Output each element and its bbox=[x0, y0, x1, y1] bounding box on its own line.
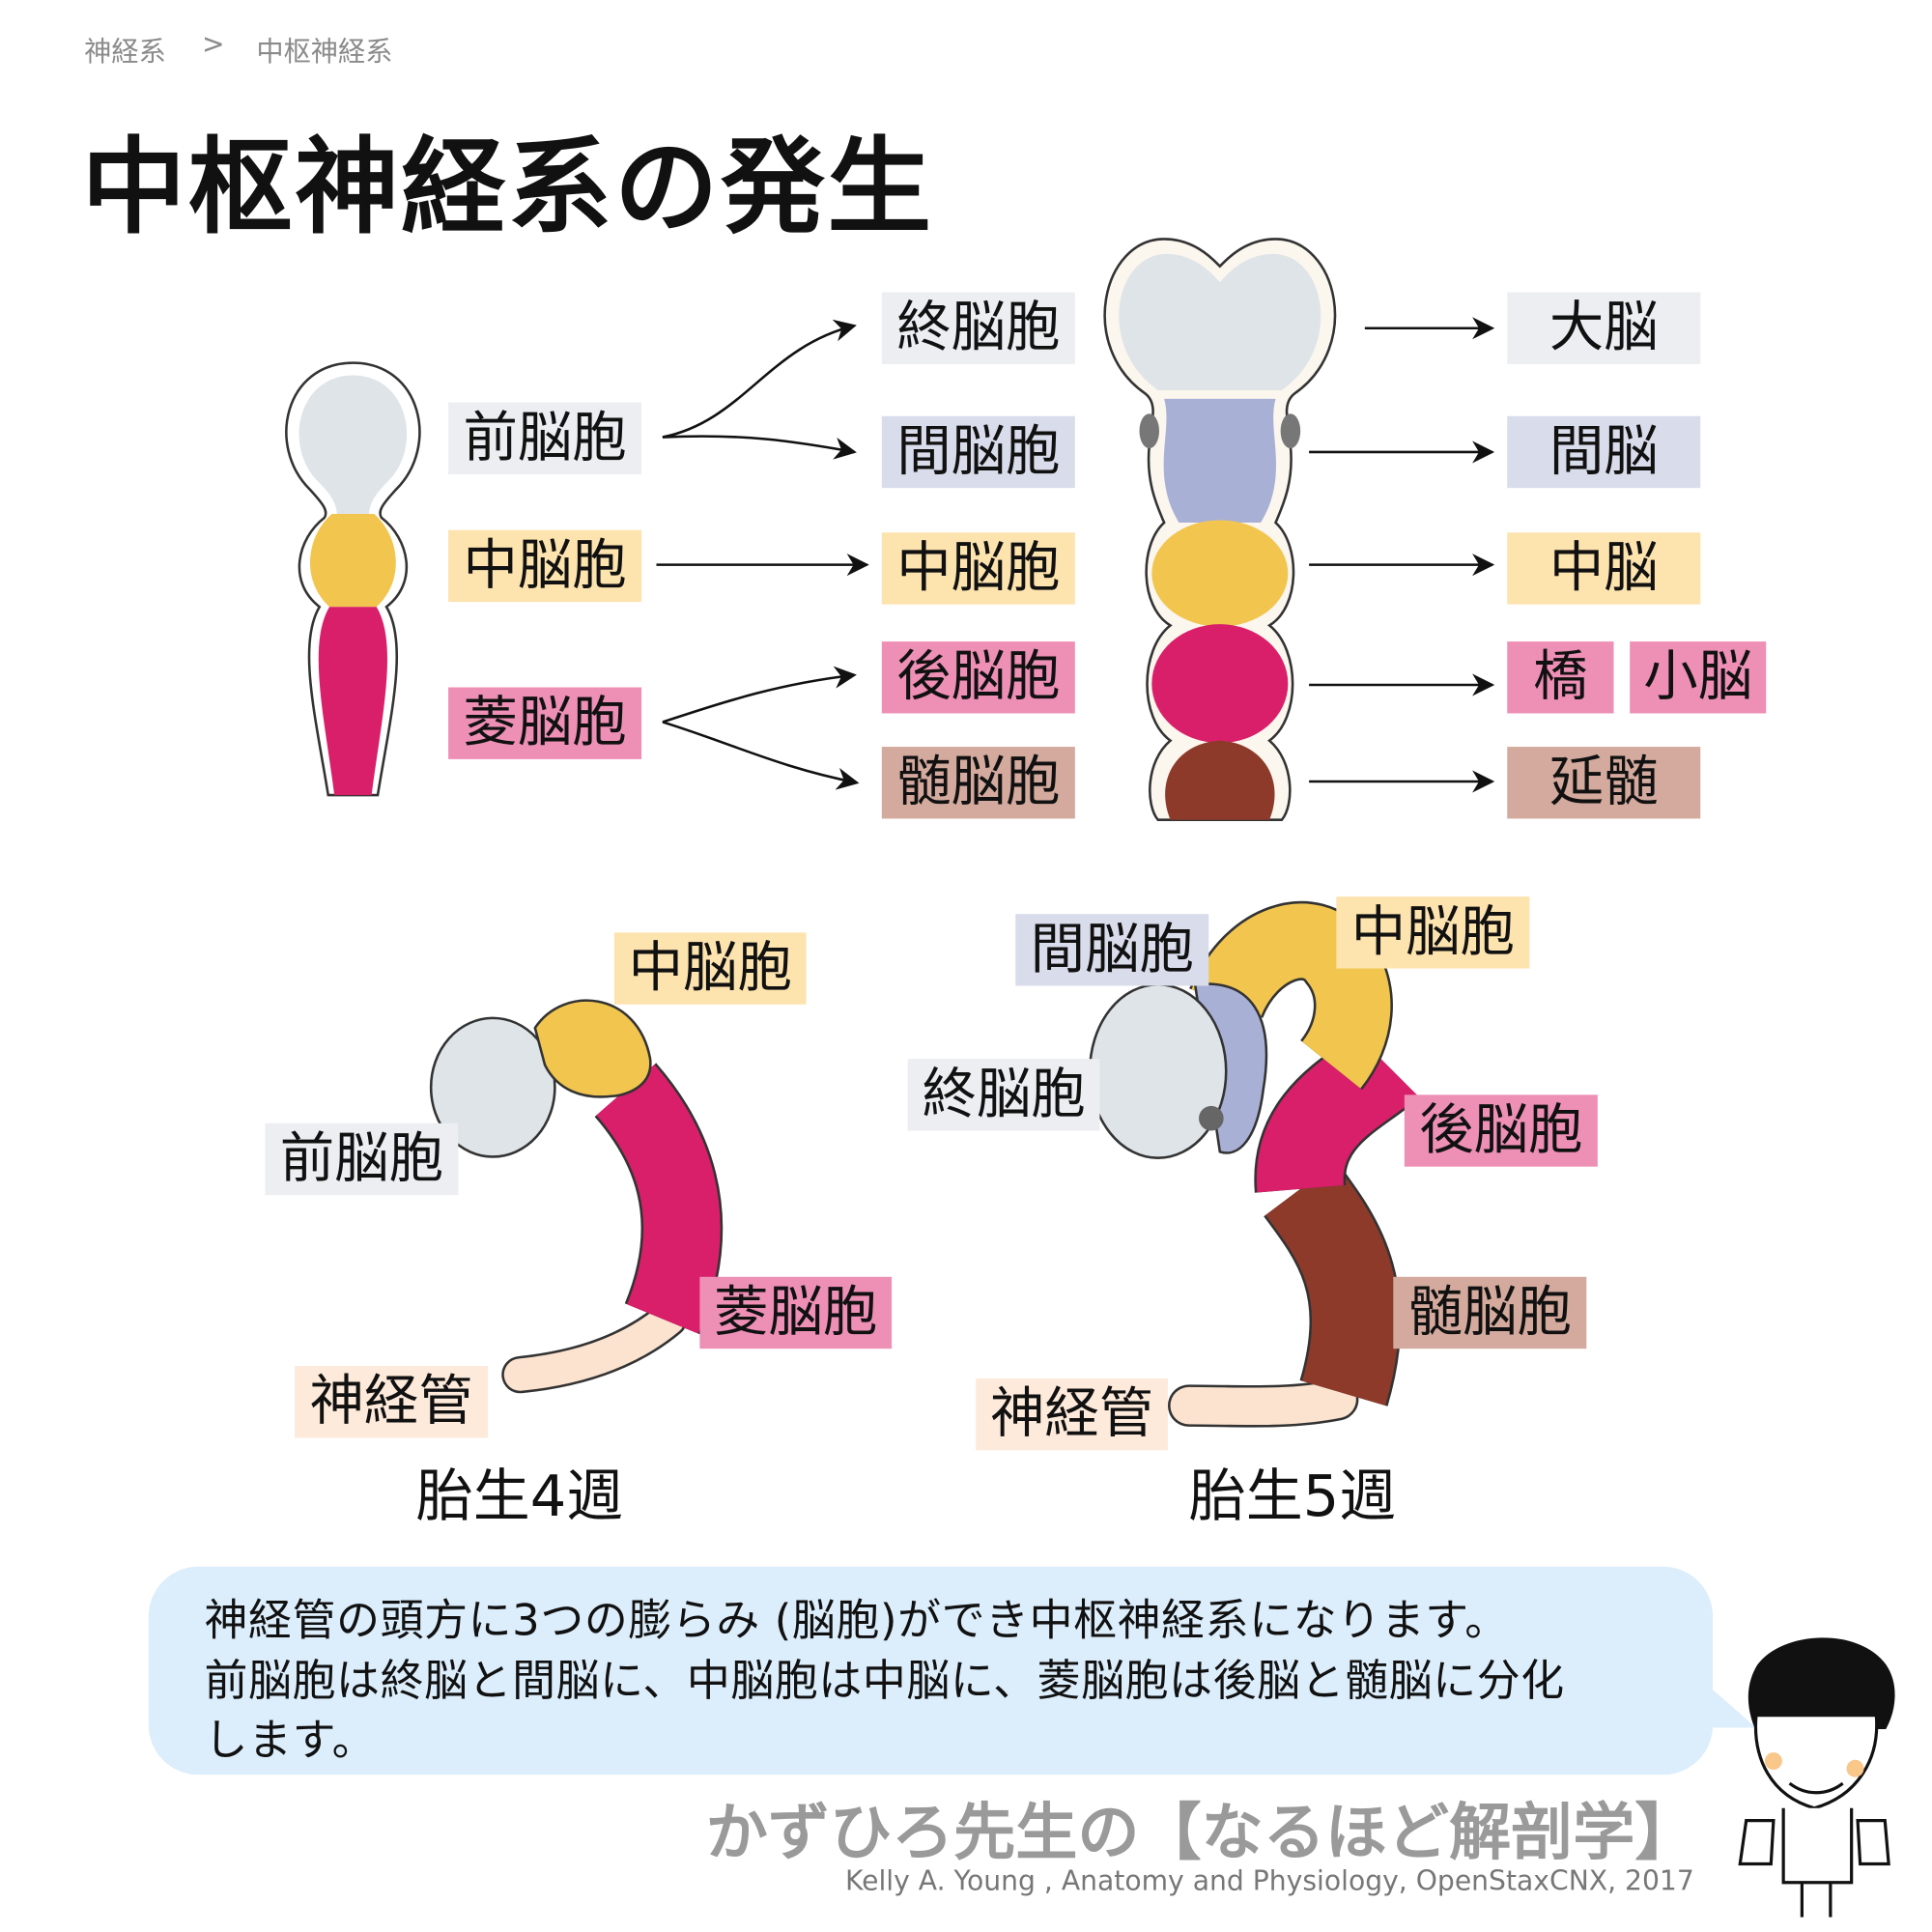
differentiation-arrows bbox=[656, 317, 1495, 793]
label-metencephalon-vesicle: 後脳胞 bbox=[881, 641, 1075, 714]
label-cerebellum: 小脳 bbox=[1630, 641, 1767, 714]
speech-bubble-tail bbox=[1704, 1684, 1756, 1728]
week4-embryo bbox=[429, 999, 724, 1394]
label-pons: 橋 bbox=[1507, 641, 1614, 714]
label-telencephalon-vesicle: 終脳胞 bbox=[881, 292, 1075, 364]
mascot-illustration bbox=[1738, 1637, 1895, 1918]
label-medulla: 延髄 bbox=[1507, 747, 1701, 819]
explanation-line-2: 前脳胞は終脳と間脳に、中脳胞は中脳に、菱脳胞は後脳と髄脳に分化 bbox=[204, 1657, 1565, 1707]
breadcrumb-separator: > bbox=[201, 29, 225, 61]
label-cerebrum: 大脳 bbox=[1507, 292, 1701, 364]
label-diencephalon-vesicle: 間脳胞 bbox=[881, 415, 1075, 489]
label-forebrain-vesicle: 前脳胞 bbox=[448, 402, 642, 475]
week5-label-diencephalon: 間脳胞 bbox=[1015, 914, 1209, 986]
brand-footer: かずひろ先生の【なるほど解剖学】 bbox=[705, 1797, 1697, 1869]
week5-label-myelencephalon: 髄脳胞 bbox=[1393, 1276, 1587, 1350]
label-myelencephalon-vesicle: 髄脳胞 bbox=[881, 747, 1075, 819]
secondary-vesicle-brain bbox=[1103, 238, 1337, 821]
week4-caption: 胎生4週 bbox=[415, 1463, 624, 1530]
week5-caption: 胎生5週 bbox=[1188, 1463, 1397, 1530]
week5-label-metencephalon: 後脳胞 bbox=[1404, 1094, 1598, 1167]
source-credit: Kelly A. Young , Anatomy and Physiology,… bbox=[845, 1866, 1694, 1898]
week5-label-midbrain: 中脳胞 bbox=[1336, 896, 1530, 969]
explanation-line-3: します。 bbox=[204, 1716, 377, 1767]
breadcrumb-current: 中枢神経系 bbox=[256, 37, 393, 69]
breadcrumb-parent[interactable]: 神経系 bbox=[84, 37, 166, 69]
week4-label-rhombencephalon: 菱脳胞 bbox=[699, 1276, 893, 1350]
label-rhombencephalon-vesicle: 菱脳胞 bbox=[448, 687, 642, 759]
explanation-bubble bbox=[148, 1566, 1714, 1776]
week4-label-neural-tube: 神経管 bbox=[295, 1366, 489, 1438]
label-mesencephalon-vesicle: 中脳胞 bbox=[881, 532, 1075, 605]
week5-embryo bbox=[1088, 900, 1420, 1428]
label-midbrain-vesicle: 中脳胞 bbox=[448, 529, 642, 603]
label-midbrain: 中脳 bbox=[1507, 532, 1701, 605]
week5-label-neural-tube: 神経管 bbox=[976, 1378, 1168, 1451]
week4-label-midbrain: 中脳胞 bbox=[613, 932, 807, 1005]
primary-vesicle-embryo bbox=[285, 361, 421, 797]
page-title: 中枢神経系の発生 bbox=[81, 126, 934, 248]
label-diencephalon: 間脳 bbox=[1507, 415, 1701, 489]
week5-label-telencephalon: 終脳胞 bbox=[907, 1059, 1100, 1131]
explanation-line-1: 神経管の頭方に3つの膨らみ (脳胞)ができ中枢神経系になります。 bbox=[204, 1596, 1509, 1646]
week4-label-forebrain: 前脳胞 bbox=[265, 1122, 459, 1196]
